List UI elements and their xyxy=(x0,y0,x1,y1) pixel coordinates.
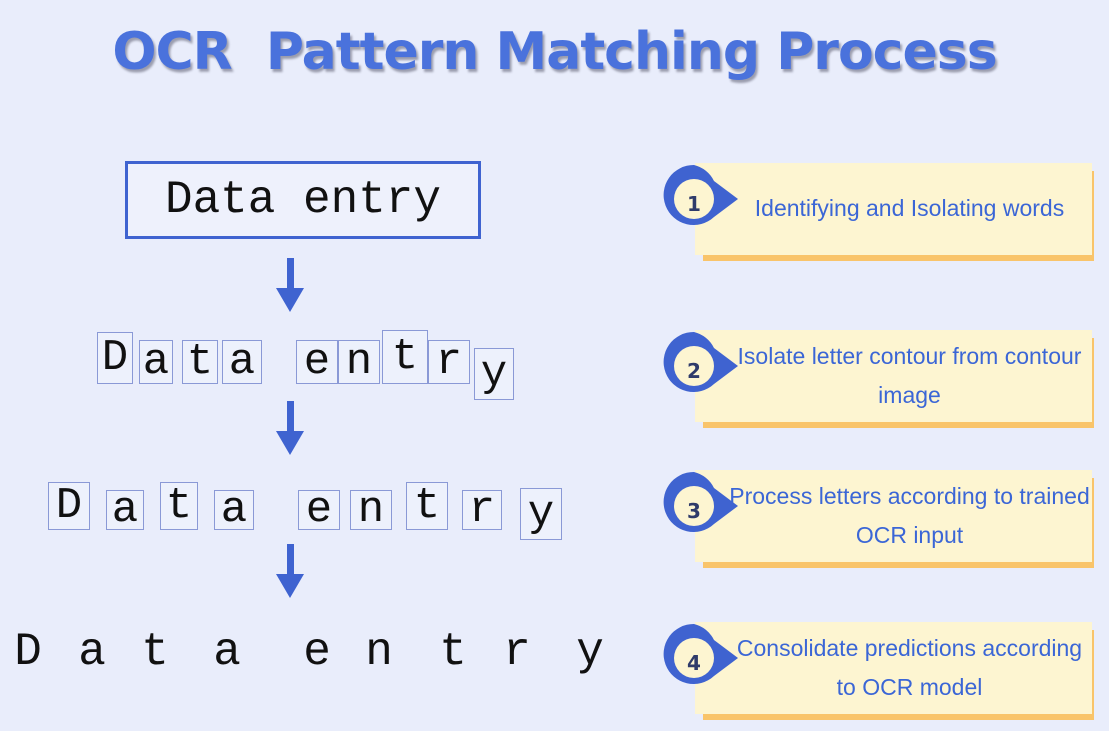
step-3: Process letters according to trained OCR… xyxy=(663,470,1094,568)
down-arrow-icon xyxy=(276,544,304,598)
letter: a xyxy=(78,626,106,678)
down-arrow-icon xyxy=(276,258,304,312)
letter: r xyxy=(503,626,531,678)
letter-box: a xyxy=(139,340,173,384)
pointer-circle-icon xyxy=(663,471,738,532)
step-card: Identifying and Isolating words xyxy=(695,163,1092,255)
letter: t xyxy=(141,626,169,678)
pointer-circle-icon xyxy=(663,164,738,225)
letter: y xyxy=(576,626,604,678)
step-card: Process letters according to trained OCR… xyxy=(695,470,1092,562)
step-number: 4 xyxy=(687,651,701,675)
letter: t xyxy=(439,626,467,678)
letter-box: t xyxy=(160,482,198,530)
step-number: 1 xyxy=(687,192,701,216)
letter-box: t xyxy=(382,330,428,384)
step-number-badge: 2 xyxy=(662,330,752,420)
step-2: Isolate letter contour from contour imag… xyxy=(663,330,1094,428)
letter-box: a xyxy=(214,488,254,532)
step-number-badge: 1 xyxy=(662,163,752,253)
step-card: Isolate letter contour from contour imag… xyxy=(695,330,1092,422)
letter-box: t xyxy=(182,340,218,384)
letter-box: a xyxy=(106,488,144,532)
letter-box: y xyxy=(474,348,514,400)
letter: e xyxy=(303,626,331,678)
step-number-badge: 3 xyxy=(662,470,752,560)
step-text: Identifying and Isolating words xyxy=(754,195,1065,222)
letter: a xyxy=(213,626,241,678)
letter-box: n xyxy=(350,488,392,532)
pointer-circle-icon xyxy=(663,623,738,684)
pointer-circle-icon xyxy=(663,331,738,392)
step-text: Isolate letter contour from contour imag… xyxy=(737,342,1082,408)
step-text: Consolidate predictions according to OCR… xyxy=(736,634,1083,700)
step-number: 3 xyxy=(687,499,701,523)
letter-box: a xyxy=(222,340,262,384)
letter-box: y xyxy=(520,488,562,540)
letter: D xyxy=(14,626,42,678)
step-1: Identifying and Isolating words 1 xyxy=(663,163,1094,261)
stage1-word: Data entry xyxy=(164,174,442,226)
letter-box: r xyxy=(462,488,502,532)
letter: n xyxy=(365,626,393,678)
letter-box: r xyxy=(428,340,470,384)
down-arrow-icon xyxy=(276,401,304,455)
stage1-word-box: Data entry xyxy=(125,161,481,239)
step-card: Consolidate predictions according to OCR… xyxy=(695,622,1092,714)
step-number-badge: 4 xyxy=(662,622,752,712)
step-number: 2 xyxy=(687,359,701,383)
step-text: Process letters according to trained OCR… xyxy=(729,482,1090,548)
letter-box: D xyxy=(48,482,90,530)
letter-box: D xyxy=(97,332,133,384)
letter-box: n xyxy=(338,340,380,384)
letter-box: e xyxy=(296,340,338,384)
letter-box: t xyxy=(406,482,448,530)
diagram-title: OCR Pattern Matching Process xyxy=(112,22,997,82)
step-4: Consolidate predictions according to OCR… xyxy=(663,622,1094,720)
letter-box: e xyxy=(298,488,340,532)
